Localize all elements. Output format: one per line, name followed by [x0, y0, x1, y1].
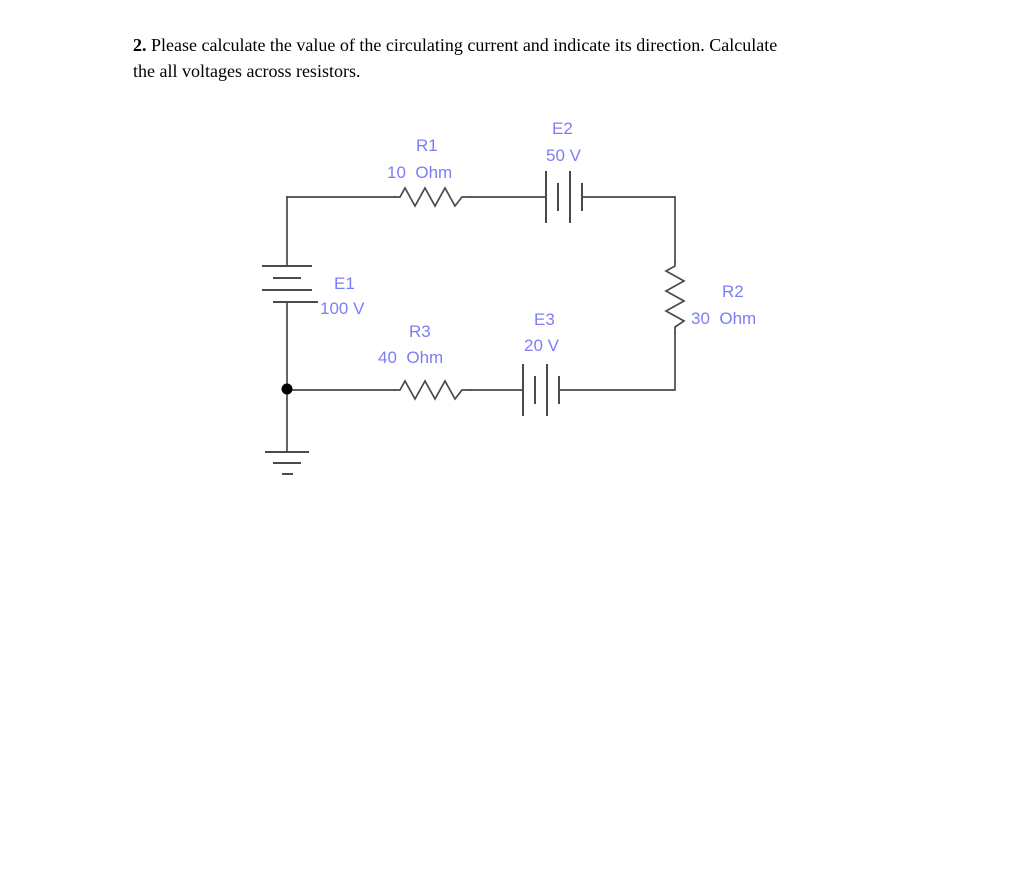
resistor-r1-value: 10 Ohm [387, 163, 452, 182]
battery-e1-name: E1 [334, 274, 355, 293]
battery-e2-value: 50 V [546, 146, 582, 165]
resistor-r1-zigzag [394, 186, 471, 208]
resistor-r3-value: 40 Ohm [378, 348, 443, 367]
resistor-r2: R2 30 Ohm [664, 261, 756, 334]
wire-r2-to-e3 [558, 332, 676, 391]
circuit-wires [286, 196, 676, 453]
resistor-r3-name: R3 [409, 322, 431, 341]
battery-e1-value: 100 V [320, 299, 365, 318]
junction-dot [281, 383, 293, 395]
resistor-r3: R3 40 Ohm [378, 322, 471, 401]
problem-number: 2. [133, 35, 147, 55]
resistor-r3-zigzag [394, 379, 471, 401]
wire-e2-to-right-corner [581, 196, 676, 263]
battery-e1: E1 100 V [262, 265, 365, 318]
battery-e3: E3 20 V [522, 310, 560, 416]
resistor-r2-zigzag [664, 261, 686, 334]
problem-line-1: 2. Please calculate the value of the cir… [133, 35, 777, 55]
problem-text-line-1: Please calculate the value of the circul… [151, 35, 778, 55]
battery-e2: E2 50 V [545, 119, 583, 223]
resistor-r2-value: 30 Ohm [691, 309, 756, 328]
battery-e3-name: E3 [534, 310, 555, 329]
resistor-r1-name: R1 [416, 136, 438, 155]
battery-e2-name: E2 [552, 119, 573, 138]
resistor-r2-name: R2 [722, 282, 744, 301]
problem-statement: 2. Please calculate the value of the cir… [133, 32, 933, 84]
ground-symbol [265, 451, 309, 475]
battery-e3-value: 20 V [524, 336, 560, 355]
problem-text-line-2: the all voltages across resistors. [133, 61, 361, 81]
resistor-r1: R1 10 Ohm [387, 136, 471, 208]
